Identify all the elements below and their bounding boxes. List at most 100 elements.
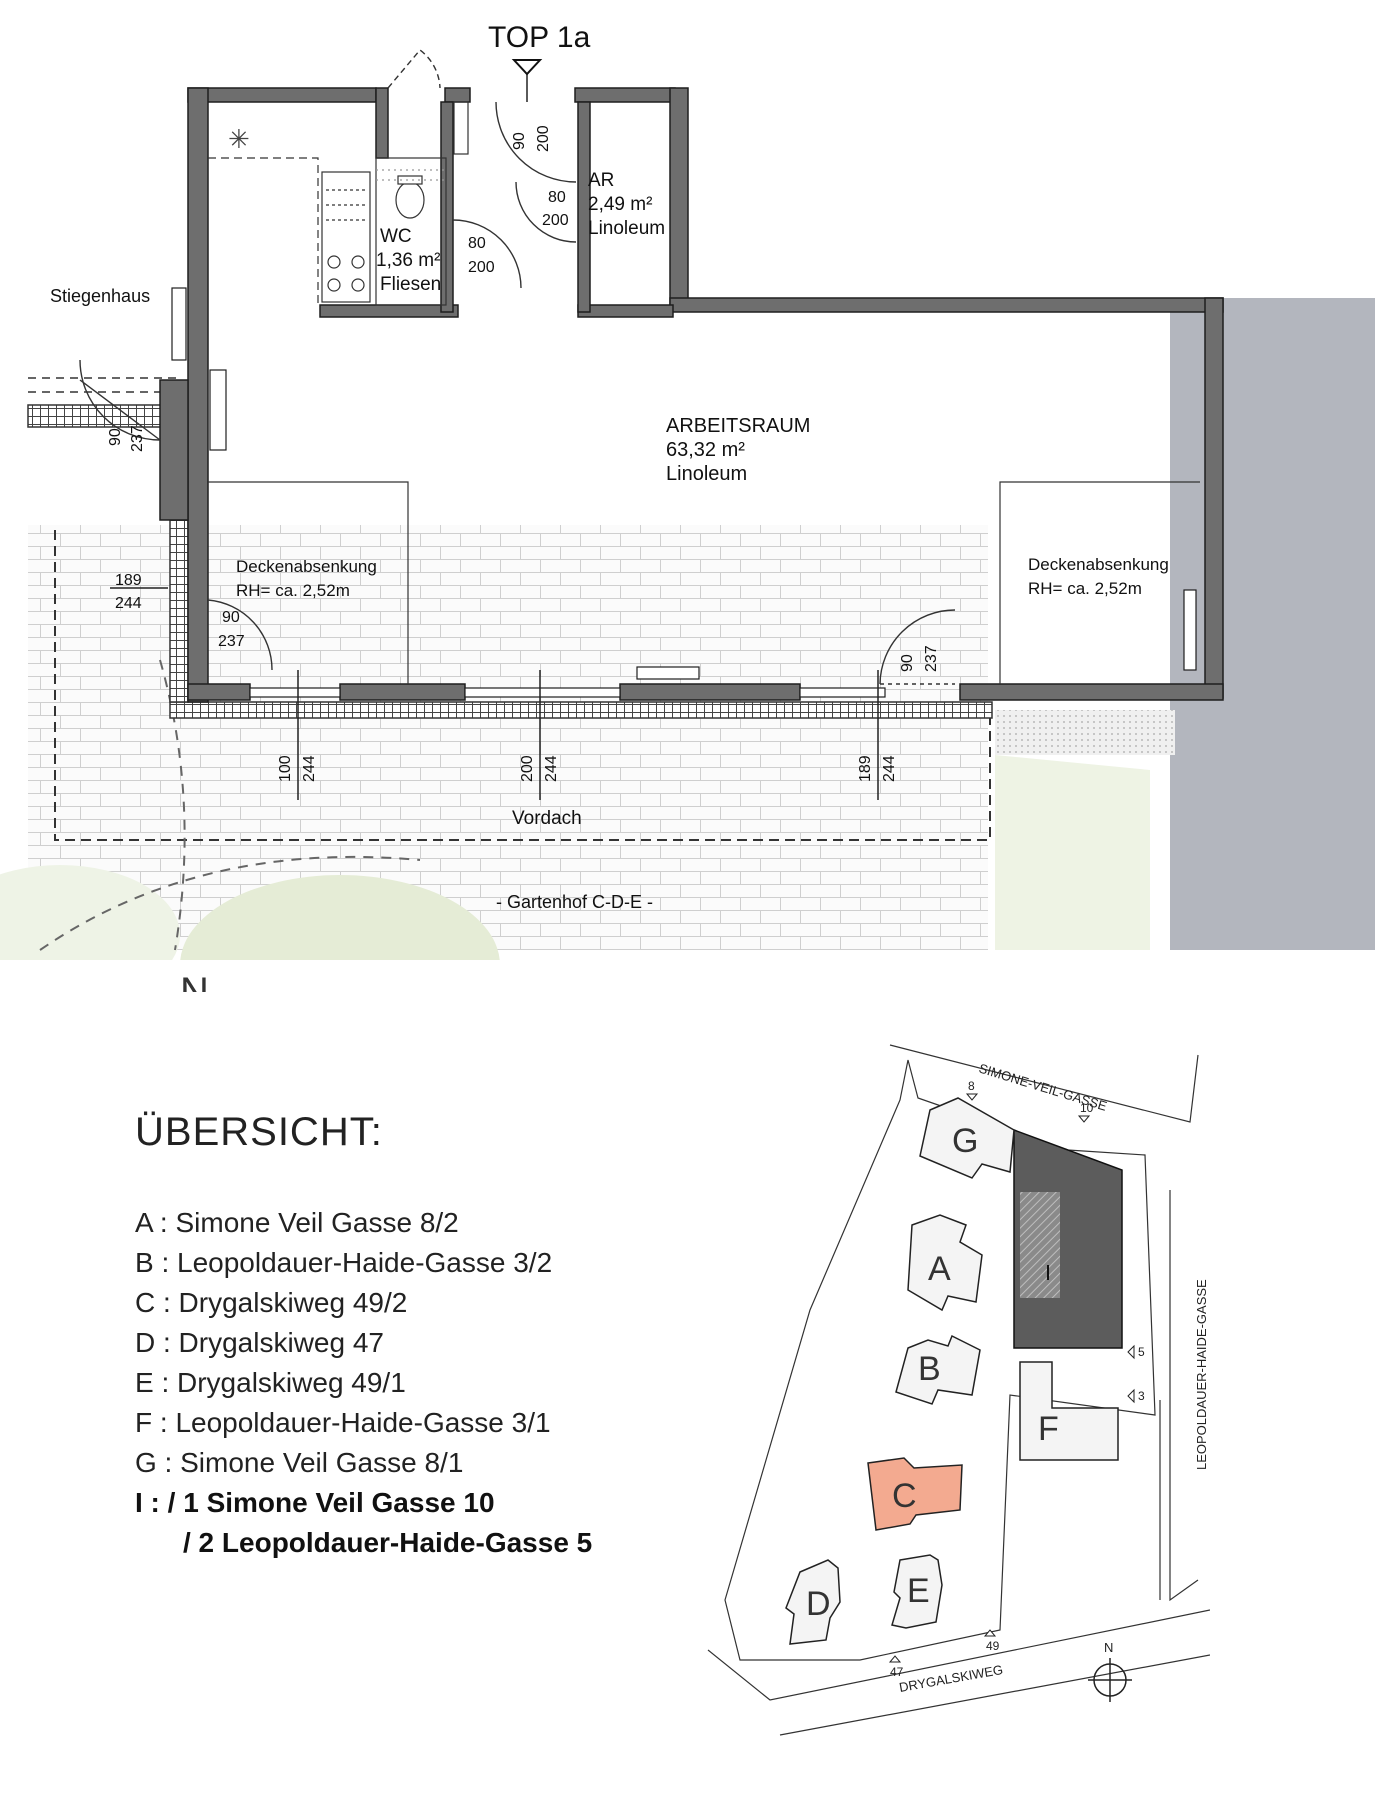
ceiling-zone-left: Deckenabsenkung RH= ca. 2,52m [236, 557, 377, 600]
north-arrow-icon [1088, 1658, 1132, 1702]
svg-text:200: 200 [535, 125, 552, 152]
svg-text:E: E [907, 1572, 930, 1610]
svg-text:3: 3 [1138, 1389, 1145, 1403]
garden-path [28, 377, 178, 393]
canopy-outline [54, 530, 991, 841]
svg-text:F: F [1038, 1410, 1059, 1448]
wc-fixtures [375, 101, 469, 306]
room-name: AR [588, 170, 614, 191]
street-leopoldauer: LEOPOLDAUER-HAIDE-GASSE [1194, 1279, 1209, 1470]
list-item: C : Drygalskiweg 49/2 [135, 1287, 408, 1318]
svg-text:244: 244 [115, 595, 142, 612]
house-numbers: 8 10 5 3 49 47 [890, 1079, 1145, 1679]
svg-text:80: 80 [548, 189, 566, 206]
gravel-strip [995, 710, 1175, 755]
svg-text:A: A [928, 1250, 951, 1288]
room-ar: AR 2,49 m² Linoleum [588, 170, 665, 239]
building-d [785, 1559, 841, 1645]
north-label: N [1104, 1640, 1113, 1655]
room-floor: Fliesen [380, 274, 441, 295]
garden-label: - Gartenhof C-D-E - [496, 892, 653, 912]
room-wc: WC 1,36 m² Fliesen [376, 226, 441, 295]
garden-lawn-left [0, 865, 180, 960]
neighbouring-area [1170, 298, 1375, 950]
svg-text:Deckenabsenkung: Deckenabsenkung [236, 557, 377, 576]
building-letters: G A B C D E F [806, 1122, 1059, 1623]
svg-text:8: 8 [968, 1079, 975, 1093]
list-item: B : Leopoldauer-Haide-Gasse 3/2 [135, 1247, 553, 1278]
room-floor: Linoleum [666, 463, 747, 485]
list-item: I : / 1 Simone Veil Gasse 10 [135, 1487, 495, 1518]
room-area: 2,49 m² [588, 194, 652, 215]
garden-lawn [180, 875, 500, 960]
building-g [919, 1097, 1015, 1179]
overview-legend: ÜBERSICHT: A : Simone Veil Gasse 8/2 B :… [135, 1110, 695, 1563]
building-f [1019, 1361, 1119, 1461]
list-item: E : Drygalskiweg 49/1 [135, 1367, 406, 1398]
svg-text:RH= ca. 2,52m: RH= ca. 2,52m [1028, 579, 1142, 598]
list-item: D : Drygalskiweg 47 [135, 1327, 384, 1358]
site-plan: G A B C D E F SIMONE-VEIL-GASSE LEOPOLDA… [707, 1044, 1210, 1736]
svg-text:90: 90 [222, 609, 240, 626]
brick-edge-bottom [169, 701, 993, 719]
room-name: ARBEITSRAUM [666, 415, 810, 437]
svg-text:244: 244 [301, 755, 318, 782]
canopy-label: Vordach [512, 808, 582, 829]
dimension-labels: 90 200 80 200 80 200 90 237 189 244 90 2… [107, 125, 940, 782]
svg-text:200: 200 [542, 212, 569, 229]
list-item: G : Simone Veil Gasse 8/1 [135, 1447, 464, 1478]
svg-text:100: 100 [277, 755, 294, 782]
svg-text:90: 90 [107, 428, 124, 446]
svg-text:49: 49 [986, 1639, 1000, 1653]
svg-text:244: 244 [543, 755, 560, 782]
ventilation-icon: ✳ [228, 124, 250, 154]
svg-text:189: 189 [115, 572, 142, 589]
svg-text:G: G [952, 1122, 978, 1160]
walls [159, 87, 1224, 703]
list-item: / 2 Leopoldauer-Haide-Gasse 5 [183, 1527, 593, 1558]
unit-label: TOP 1a [488, 21, 591, 54]
svg-text:237: 237 [923, 645, 940, 672]
svg-text:237: 237 [218, 633, 245, 650]
svg-text:244: 244 [881, 755, 898, 782]
svg-text:C: C [892, 1477, 917, 1515]
north-marker-cutoff: N [180, 972, 209, 992]
kitchenette [208, 157, 371, 305]
windows [171, 287, 1197, 698]
building-a [907, 1214, 983, 1312]
floor-plan: ✳ TOP 1a ARBEITSRAUM 63,32 m² [0, 21, 1375, 960]
list-item: A : Simone Veil Gasse 8/2 [135, 1207, 459, 1238]
svg-text:10: 10 [1080, 1101, 1094, 1115]
svg-text:47: 47 [890, 1665, 904, 1679]
svg-text:237: 237 [129, 425, 146, 452]
svg-text:189: 189 [857, 755, 874, 782]
stairwell-label: Stiegenhaus [50, 286, 150, 306]
svg-text:90: 90 [899, 654, 916, 672]
room-area: 1,36 m² [376, 250, 440, 271]
room-arbeitsraum: ARBEITSRAUM 63,32 m² Linoleum [666, 415, 810, 485]
svg-text:90: 90 [511, 132, 528, 150]
entrance-arrows [888, 1093, 1135, 1663]
overview-list: A : Simone Veil Gasse 8/2 B : Leopoldaue… [135, 1203, 695, 1563]
room-area: 63,32 m² [666, 439, 745, 461]
street-drygalski: DRYGALSKIWEG [898, 1662, 1004, 1695]
building-i-highlight [1020, 1192, 1060, 1298]
svg-text:80: 80 [468, 235, 486, 252]
building-e [891, 1554, 943, 1629]
room-floor: Linoleum [588, 218, 665, 239]
lawn-area [995, 755, 1150, 950]
building-b [895, 1334, 981, 1405]
dimension-lines [110, 60, 879, 800]
list-item: F : Leopoldauer-Haide-Gasse 3/1 [135, 1407, 551, 1438]
svg-text:B: B [918, 1350, 941, 1388]
garden-arc-left [159, 659, 186, 951]
door-swings [79, 49, 956, 685]
buildings [785, 1097, 1119, 1645]
svg-text:200: 200 [519, 755, 536, 782]
overview-title: ÜBERSICHT: [135, 1110, 383, 1154]
svg-text:RH= ca. 2,52m: RH= ca. 2,52m [236, 581, 350, 600]
room-name: WC [380, 226, 412, 247]
svg-text:D: D [806, 1585, 831, 1623]
ceiling-zone-right: Deckenabsenkung RH= ca. 2,52m [1028, 555, 1169, 598]
svg-text:200: 200 [468, 259, 495, 276]
